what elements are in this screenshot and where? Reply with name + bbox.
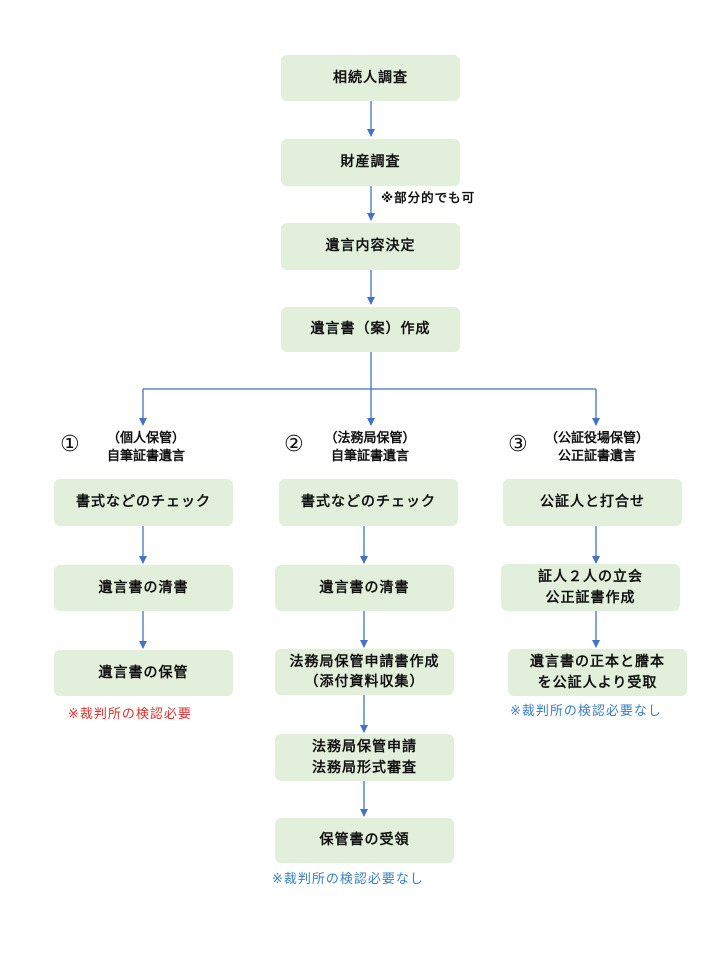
b2-application-doc-line1: 法務局保管申請書作成 [289,653,440,670]
b2-application-review-line1: 法務局保管申請 [312,739,417,756]
b3-receive-copies-line2: を公証人より受取 [537,674,658,691]
b1-court-note: ※裁判所の検認必要 [68,707,192,722]
branch2-title: 自筆証書遺言 [330,448,409,464]
b3-witness-box: 証人２人の立会 公正証書作成 [501,564,680,611]
b3-notary-meeting-box: 公証人と打合せ [503,479,682,526]
draft-creation-label: 遺言書（案）作成 [310,321,431,338]
b2-format-check-label: 書式などのチェック [301,494,436,511]
content-decision-label: 遺言内容決定 [325,238,416,255]
b2-application-doc-box: 法務局保管申請書作成 （添付資料収集） [275,649,454,695]
branch3-header: （公証役場保管） 公正証書遺言 [532,430,662,465]
b2-clean-copy-box: 遺言書の清書 [275,565,454,611]
draft-creation-box: 遺言書（案）作成 [281,307,460,352]
b2-application-review-box: 法務局保管申請 法務局形式審査 [275,734,454,781]
branch2-header: （法務局保管） 自筆証書遺言 [310,430,430,465]
branch1-number: ① [60,432,80,457]
b2-receipt-label: 保管書の受領 [319,832,410,849]
heirs-survey-label: 相続人調査 [333,69,408,86]
b3-witness-line1: 証人２人の立会 [538,569,643,586]
b1-storage-box: 遺言書の保管 [54,650,233,696]
heirs-survey-box: 相続人調査 [281,55,460,101]
b3-receive-copies-box: 遺言書の正本と謄本 を公証人より受取 [508,649,687,696]
branch2-kind: （法務局保管） [324,431,416,446]
branch3-title: 公正証書遺言 [557,448,636,464]
b1-clean-copy-box: 遺言書の清書 [54,565,233,611]
partial-note: ※部分的でも可 [381,190,476,205]
b2-court-note: ※裁判所の検認必要なし [272,872,424,887]
b3-notary-meeting-label: 公証人と打合せ [540,494,645,511]
branch3-kind: （公証役場保管） [544,431,649,446]
b2-application-doc-line2: （添付資料収集） [304,674,425,690]
content-decision-box: 遺言内容決定 [281,223,460,270]
b1-storage-label: 遺言書の保管 [98,664,189,681]
branch1-header: （個人保管） 自筆証書遺言 [86,430,206,465]
b1-format-check-box: 書式などのチェック [54,479,233,526]
branch1-kind: （個人保管） [106,431,185,446]
branch1-title: 自筆証書遺言 [106,448,185,464]
b2-application-review-line2: 法務局形式審査 [312,759,417,776]
asset-survey-label: 財産調査 [340,154,401,171]
b3-receive-copies-line1: 遺言書の正本と謄本 [530,654,665,671]
b3-witness-line2: 公正証書作成 [545,589,636,606]
b2-clean-copy-label: 遺言書の清書 [319,579,410,596]
b1-clean-copy-label: 遺言書の清書 [98,579,189,596]
asset-survey-box: 財産調査 [281,139,460,186]
b2-format-check-box: 書式などのチェック [279,479,458,526]
b3-court-note: ※裁判所の検認必要なし [510,704,662,719]
branch2-number: ② [284,432,304,457]
b1-format-check-label: 書式などのチェック [76,494,211,511]
branch3-number: ③ [508,432,528,457]
b2-receipt-box: 保管書の受領 [275,818,454,863]
